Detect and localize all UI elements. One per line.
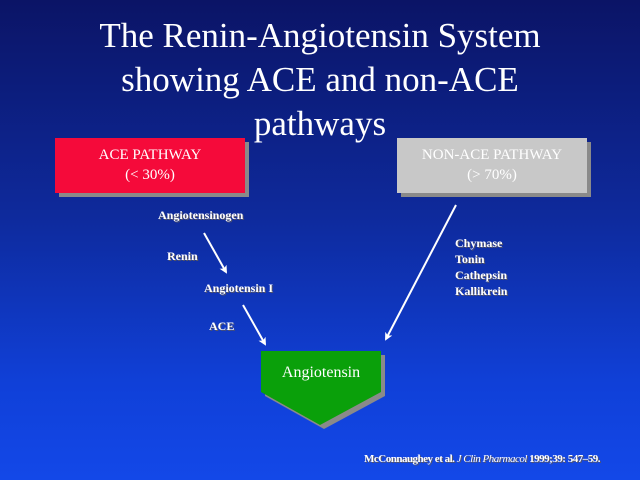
ace-pathway-box: ACE PATHWAY (< 30%) [55, 138, 245, 193]
angiotensin-i-label: Angiotensin I [204, 281, 274, 295]
title-line-1: The Renin-Angiotensin System [99, 16, 541, 55]
enzyme-tonin: Tonin [455, 252, 485, 266]
title-line-2: showing ACE and non-ACE [121, 60, 519, 99]
angiotensin-label: Angiotensin [281, 364, 361, 381]
arrow-non-ace-to-angiotensin [385, 204, 457, 341]
citation-journal: J Clin Pharmacol [456, 453, 528, 465]
enzyme-cathepsin: Cathepsin [455, 268, 508, 282]
non-ace-pathway-label: NON-ACE PATHWAY [421, 147, 563, 163]
ace-label: ACE [209, 319, 235, 333]
arrow-angiotensinogen-to-angiotensin-i [203, 232, 227, 274]
enzyme-chymase: Chymase [455, 236, 503, 250]
slide-title: The Renin-Angiotensin System showing ACE… [0, 14, 640, 146]
arrow-angiotensin-i-to-angiotensin [242, 304, 266, 346]
non-ace-pathway-percent: (> 70%) [467, 167, 517, 183]
ace-pathway-percent: (< 30%) [125, 167, 175, 183]
citation-authors: McConnaughey et al. [364, 453, 455, 465]
citation-reference: 1999;39: 547–59. [529, 453, 600, 465]
angiotensinogen-label: Angiotensinogen [158, 208, 244, 222]
title-line-3: pathways [253, 104, 387, 143]
non-ace-pathway-box: NON-ACE PATHWAY (> 70%) [397, 138, 587, 193]
citation: McConnaughey et al. J Clin Pharmacol 199… [364, 453, 600, 465]
ace-pathway-label: ACE PATHWAY [98, 147, 202, 163]
angiotensin-shape [261, 351, 381, 425]
non-ace-enzyme-list: Chymase Tonin Cathepsin Kallikrein [455, 235, 507, 299]
enzyme-kallikrein: Kallikrein [455, 284, 508, 298]
renin-label: Renin [167, 249, 198, 263]
